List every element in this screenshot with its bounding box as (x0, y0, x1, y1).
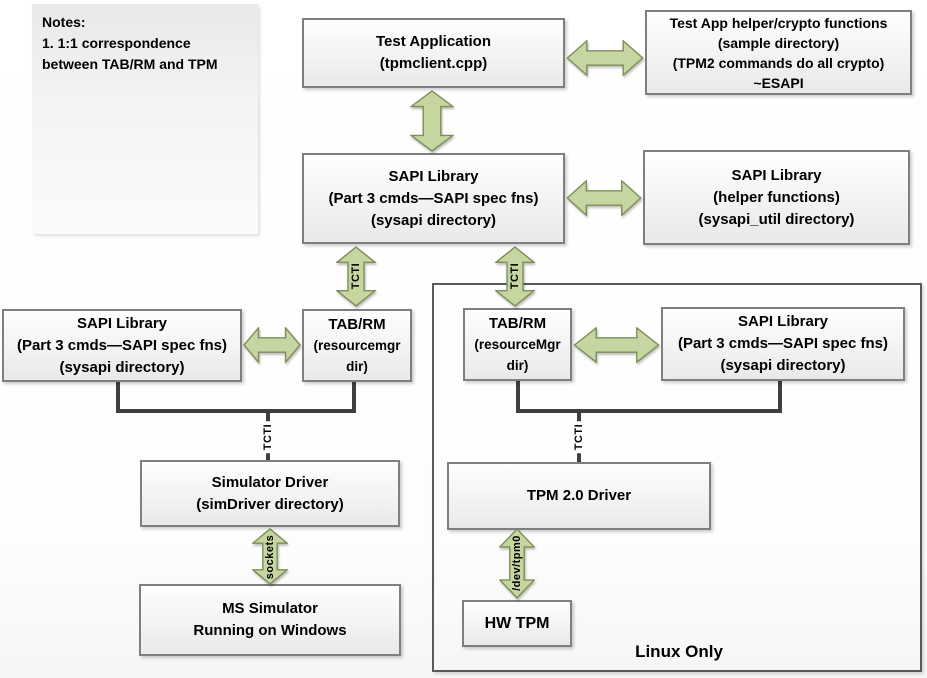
notes-title: Notes: (42, 14, 86, 30)
notes-item-line1: 1. 1:1 correspondence (42, 35, 191, 51)
double-arrow-sockets (252, 528, 288, 585)
linux-only-label: Linux Only (635, 642, 723, 661)
box-line: SAPI Library (731, 166, 822, 184)
box-line: (sysapi directory) (370, 211, 497, 229)
box-line: (helper functions) (713, 188, 840, 206)
connector-right-stub1 (516, 381, 520, 412)
notes-item-line2: between TAB/RM and TPM (42, 56, 218, 72)
tcti-label-connector-left: TCTI (262, 420, 274, 454)
box-line: Test App helper/crypto functions (669, 14, 888, 31)
connector-right-horizontal (516, 409, 782, 413)
box-line: dir) (346, 359, 368, 374)
double-arrow-tabrm-sapiright (573, 327, 660, 363)
sapi-library-helper-box: SAPI Library (helper functions) (sysapi_… (643, 150, 910, 245)
box-line: dir) (506, 358, 529, 373)
sapi-library-left-box: SAPI Library (Part 3 cmds—SAPI spec fns)… (2, 309, 242, 382)
double-arrow-sapi-helper (566, 180, 642, 216)
tab-rm-right-box: TAB/RM (resourceMgr dir) (463, 308, 572, 381)
box-line: (sysapi directory) (59, 358, 185, 376)
test-application-box: Test Application (tpmclient.cpp) (302, 18, 565, 88)
tcti-label-arrow-left: TCTI (350, 262, 362, 290)
box-line: MS Simulator (222, 600, 318, 617)
sapi-library-right-box: SAPI Library (Part 3 cmds—SAPI spec fns)… (661, 307, 905, 381)
box-line: (tpmclient.cpp) (379, 55, 488, 72)
double-arrow-testapp-sapi (410, 90, 454, 152)
box-line: (Part 3 cmds—SAPI spec fns) (328, 189, 539, 207)
box-line: TAB/RM (488, 315, 547, 332)
tab-rm-left-box: TAB/RM (resourcemgr dir) (302, 309, 412, 382)
box-line: (simDriver directory) (196, 495, 344, 513)
connector-left-stub1 (116, 382, 120, 412)
hw-tpm-box: HW TPM (462, 600, 572, 647)
box-line: (Part 3 cmds—SAPI spec fns) (16, 336, 228, 354)
box-line: TAB/RM (328, 316, 386, 333)
simulator-driver-box: Simulator Driver (simDriver directory) (140, 460, 400, 527)
notes-box: Notes: 1. 1:1 correspondence between TAB… (32, 4, 258, 234)
double-arrow-tcti-right (495, 246, 535, 307)
box-line: (sample directory) (717, 34, 840, 51)
test-app-helper-box: Test App helper/crypto functions (sample… (645, 10, 912, 95)
box-line: HW TPM (484, 614, 550, 632)
sapi-library-center-box: SAPI Library (Part 3 cmds—SAPI spec fns)… (302, 153, 565, 244)
linux-only-container (432, 283, 922, 672)
tpm-driver-box: TPM 2.0 Driver (447, 462, 711, 530)
box-line: SAPI Library (737, 313, 829, 330)
box-line: Running on Windows (193, 622, 347, 639)
double-arrow-sapileft-tabrm (243, 327, 301, 363)
double-arrow-devtpm0 (499, 528, 535, 599)
box-line: (Part 3 cmds—SAPI spec fns) (677, 335, 889, 352)
box-line: TPM 2.0 Driver (526, 487, 632, 504)
tcti-label-connector-right: TCTI (573, 420, 585, 454)
connector-right-stub2 (778, 381, 782, 412)
box-line: SAPI Library (76, 314, 168, 332)
box-line: SAPI Library (388, 167, 479, 185)
box-line: (resourceMgr (474, 337, 561, 352)
dev-tpm0-label: /dev/tpm0 (511, 535, 523, 591)
connector-left-horizontal (116, 409, 356, 413)
double-arrow-testapp-helper (566, 40, 644, 76)
tcti-label-arrow-right: TCTI (509, 262, 521, 290)
box-line: Test Application (375, 33, 491, 50)
box-line: ~ESAPI (753, 74, 804, 91)
connector-left-stub2 (352, 382, 356, 412)
box-line: (resourcemgr (313, 338, 401, 353)
sockets-label: sockets (264, 534, 276, 580)
double-arrow-tcti-left (336, 246, 376, 307)
box-line: (sysapi_util directory) (698, 210, 855, 228)
box-line: (TPM2 commands do all crypto) (672, 54, 885, 71)
ms-simulator-box: MS Simulator Running on Windows (139, 584, 401, 656)
box-line: (sysapi directory) (720, 357, 846, 374)
box-line: Simulator Driver (211, 473, 329, 491)
